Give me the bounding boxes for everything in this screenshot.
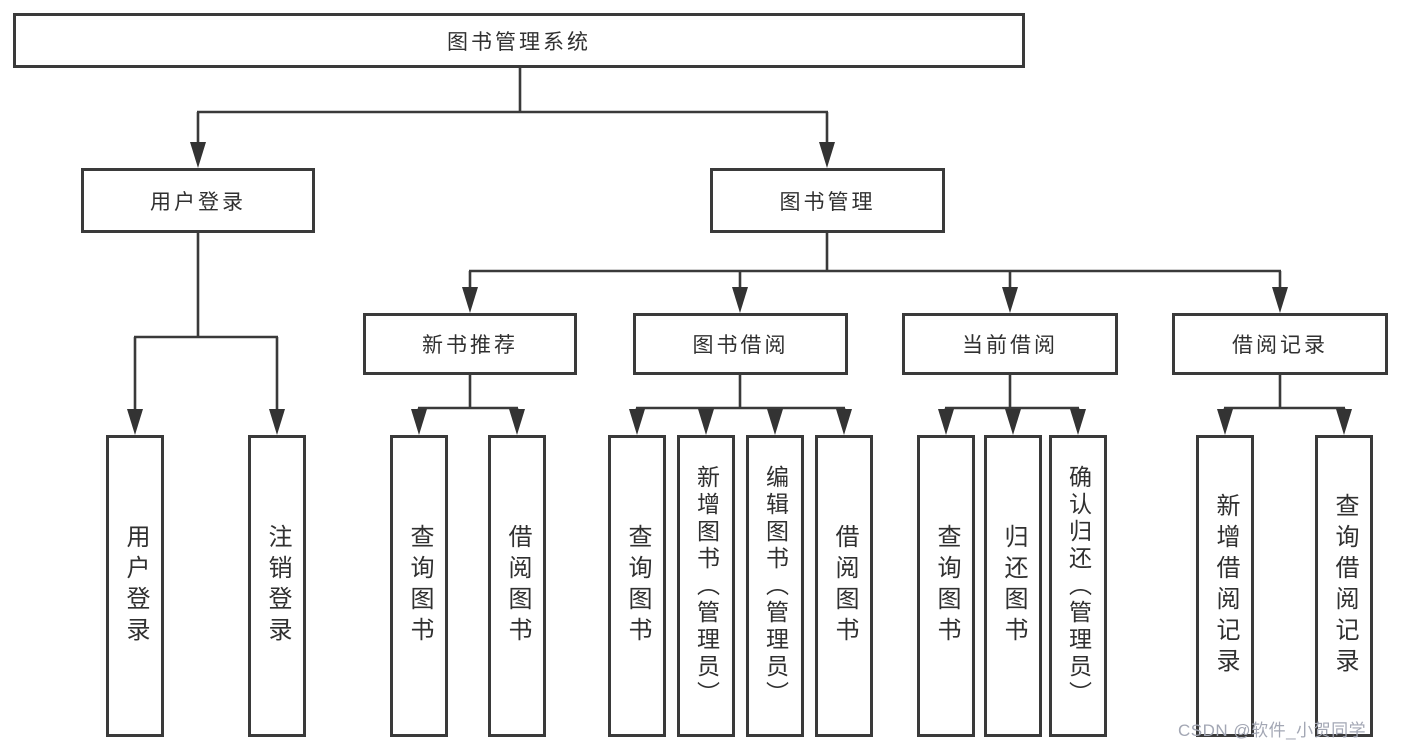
node-book-borrowing: 图书借阅	[633, 313, 848, 375]
node-label: 查询图书	[624, 524, 651, 648]
node-new-book-recommendation: 新书推荐	[363, 313, 577, 375]
leaf-records-add-record: 新增借阅记录	[1196, 435, 1254, 737]
leaf-current-confirm-return-admin: 确认归还（管理员）	[1049, 435, 1107, 737]
node-label: 用户登录	[122, 524, 149, 648]
node-label: 新增借阅记录	[1212, 493, 1239, 679]
node-book-management: 图书管理	[710, 168, 945, 233]
leaf-current-query-books: 查询图书	[917, 435, 975, 737]
node-library-management-system: 图书管理系统	[13, 13, 1025, 68]
node-label: 确认归还（管理员）	[1065, 464, 1092, 708]
node-label: 当前借阅	[962, 334, 1058, 357]
node-label: 新增图书（管理员）	[693, 464, 720, 708]
node-label: 查询借阅记录	[1331, 493, 1358, 679]
node-current-borrowing: 当前借阅	[902, 313, 1118, 375]
node-label: 查询图书	[406, 524, 433, 648]
node-label: 注销登录	[264, 524, 291, 648]
leaf-borrow-borrow-books: 借阅图书	[815, 435, 873, 737]
leaf-user-login: 用户登录	[106, 435, 164, 737]
leaf-recommend-borrow-books: 借阅图书	[488, 435, 546, 737]
leaf-borrow-edit-books-admin: 编辑图书（管理员）	[746, 435, 804, 737]
node-label: 编辑图书（管理员）	[762, 464, 789, 708]
leaf-recommend-query-books: 查询图书	[390, 435, 448, 737]
node-label: 图书管理系统	[447, 30, 591, 54]
node-label: 借阅图书	[831, 524, 858, 648]
node-label: 新书推荐	[422, 334, 518, 357]
leaf-current-return-books: 归还图书	[984, 435, 1042, 737]
leaf-records-query-record: 查询借阅记录	[1315, 435, 1373, 737]
csdn-watermark: CSDN @软件_小贺同学	[1178, 721, 1367, 740]
node-borrowing-records: 借阅记录	[1172, 313, 1388, 375]
node-label: 查询图书	[933, 524, 960, 648]
node-user-login: 用户登录	[81, 168, 315, 233]
leaf-logout: 注销登录	[248, 435, 306, 737]
node-label: 图书借阅	[692, 334, 789, 357]
node-label: 借阅记录	[1232, 334, 1328, 357]
leaf-borrow-query-books: 查询图书	[608, 435, 666, 737]
node-label: 借阅图书	[504, 524, 531, 648]
node-label: 用户登录	[150, 190, 246, 214]
arrowheads	[127, 142, 1352, 435]
leaf-borrow-add-books-admin: 新增图书（管理员）	[677, 435, 735, 737]
node-label: 归还图书	[1000, 524, 1027, 648]
node-label: 图书管理	[779, 190, 876, 214]
